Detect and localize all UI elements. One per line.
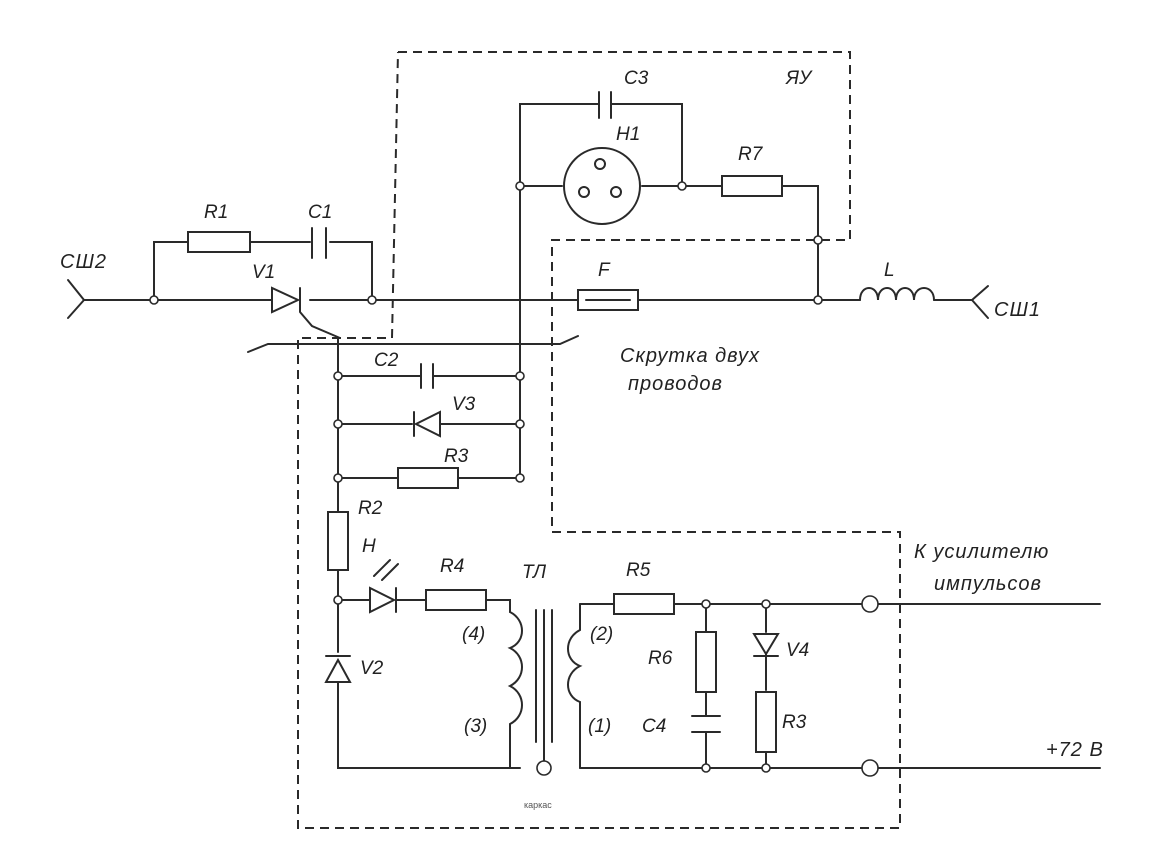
resistor-r4 (425, 589, 487, 611)
main-line (67, 279, 989, 319)
label-winding-1: (1) (588, 716, 611, 737)
label-winding-2: (2) (590, 624, 613, 645)
label-c2: C2 (374, 350, 399, 371)
left-rail (327, 299, 525, 769)
label-c4: C4 (642, 716, 666, 737)
note-voltage: +72 В (1046, 739, 1104, 761)
label-h1: H1 (616, 124, 640, 145)
connector-left: СШ2 (60, 251, 107, 273)
upper-network (515, 91, 823, 305)
label-f: F (598, 260, 611, 281)
label-v2: V2 (360, 658, 384, 679)
label-h: H (362, 536, 376, 557)
transformer-tl: каркас (507, 603, 583, 810)
diode-v2 (324, 655, 352, 683)
diode-v4 (752, 633, 780, 656)
label-v1: V1 (252, 262, 275, 283)
resistor-r6 (695, 631, 717, 693)
output-terminal-power (861, 759, 879, 777)
capacitor-c2 (420, 363, 434, 389)
connector-right: СШ1 (994, 299, 1041, 321)
label-r2: R2 (358, 498, 383, 519)
resistor-r1 (187, 231, 251, 253)
note-twist-1: Скрутка двух (620, 345, 760, 367)
label-tl: ТЛ (522, 562, 547, 583)
resistor-r7 (721, 175, 783, 197)
r1-c1-branch (149, 227, 377, 305)
inductor-l (859, 287, 935, 301)
label-r3-lower: R3 (782, 712, 807, 733)
label-r7: R7 (738, 144, 764, 165)
resistor-r5 (613, 593, 675, 615)
led-h-branch (333, 559, 511, 614)
led-h (369, 586, 397, 614)
diode-v1 (271, 286, 341, 339)
label-r3-upper: R3 (444, 446, 469, 467)
note-amp-2: импульсов (934, 573, 1042, 595)
label-winding-4: (4) (462, 624, 485, 645)
capacitor-c4 (691, 715, 721, 733)
label-v3: V3 (452, 394, 476, 415)
note-twist-2: проводов (628, 373, 723, 395)
secondary-network (579, 593, 1101, 777)
label-c1: C1 (308, 202, 332, 223)
label-l: L (884, 260, 895, 281)
resistor-r3-upper (397, 467, 459, 489)
capacitor-c1 (311, 227, 327, 259)
label-c3: C3 (624, 68, 649, 89)
diode-v3 (413, 410, 441, 438)
output-terminal-pulse (861, 595, 879, 613)
label-ya: ЯУ (785, 68, 813, 89)
fuse-f (577, 289, 639, 311)
label-v4: V4 (786, 640, 809, 661)
label-r6: R6 (648, 648, 673, 669)
labels: ЯУ C3 H1 R7 R1 C1 V1 F L СШ2 СШ1 Скрутка… (60, 68, 1104, 761)
svg-text:каркас: каркас (524, 800, 552, 810)
dashed-block-ya (297, 51, 901, 829)
neon-lamp-h1 (563, 147, 641, 225)
resistor-r2 (327, 511, 349, 571)
label-winding-3: (3) (464, 716, 487, 737)
note-amp-1: К усилителю (914, 541, 1049, 563)
capacitor-c3 (598, 91, 612, 119)
label-r1: R1 (204, 202, 228, 223)
label-r4: R4 (440, 556, 464, 577)
resistor-r3-lower (755, 691, 777, 753)
twist-line (247, 335, 579, 353)
label-r5: R5 (626, 560, 651, 581)
